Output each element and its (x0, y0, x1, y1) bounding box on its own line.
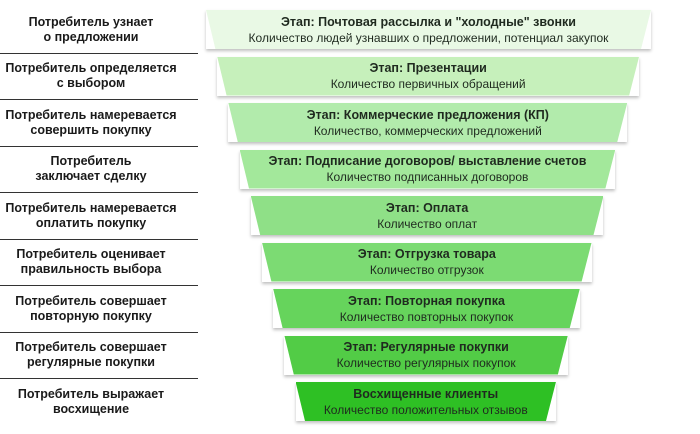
stage-metric: Количество отгрузок (369, 263, 484, 277)
funnel-stage-shape (239, 149, 616, 189)
funnel-stage-shape (284, 335, 568, 375)
consumer-step-line: Потребитель совершает (15, 293, 167, 308)
consumer-step-line: Потребитель совершает (15, 340, 167, 354)
row-divider (0, 52, 198, 54)
stage-title: Этап: Презентации (369, 61, 487, 75)
stage-title: Этап: Почтовая рассылка и "холодные" зво… (280, 14, 576, 29)
consumer-step-line: о предложении (43, 29, 139, 44)
stage-title: Этап: Оплата (385, 200, 469, 215)
consumer-step-line: повторную покупку (30, 308, 152, 323)
stage-metric: Количество первичных обращений (330, 77, 526, 91)
stage-metric: Количество, коммерческих предложений (313, 123, 542, 138)
funnel-stage-shape (250, 196, 604, 235)
row-divider (0, 99, 198, 101)
stage-title: Этап: Регулярные покупки (343, 340, 509, 354)
stage-metric: Количество подписанных договоров (326, 170, 529, 184)
row-divider (0, 378, 198, 380)
funnel-stage-shape (295, 382, 556, 421)
funnel-stage-shape (206, 10, 651, 49)
stage-metric: Количество повторных покупок (339, 309, 514, 324)
funnel-stage-band: Этап: Почтовая рассылка и "холодные" зво… (206, 10, 651, 49)
funnel-stage-shape (273, 289, 580, 328)
funnel-stage-shape (228, 103, 628, 142)
consumer-step-line: Потребитель намеревается (5, 107, 177, 122)
consumer-step-line: Потребитель определяется (5, 61, 177, 75)
consumer-step-line: Потребитель намеревается (5, 200, 177, 215)
stage-title: Этап: Коммерческие предложения (КП) (306, 107, 549, 122)
stage-title: Этап: Подписание договоров/ выставление … (268, 154, 587, 168)
consumer-step-line: Потребитель оценивает (16, 247, 166, 261)
consumer-step-line: заключает сделку (35, 169, 147, 183)
consumer-step-line: Потребитель выражает (17, 386, 165, 401)
stage-metric: Количество оплат (377, 216, 478, 231)
funnel-stage-shape (217, 56, 640, 96)
consumer-step-line: Потребитель узнает (28, 14, 154, 29)
funnel-stage-band: Этап: Коммерческие предложения (КП)Колич… (228, 103, 628, 142)
row-divider (0, 238, 198, 240)
row-divider (0, 192, 198, 194)
stage-metric: Количество людей узнавших о предложении,… (248, 30, 609, 45)
row-divider (0, 285, 198, 287)
row-divider (0, 331, 198, 333)
row-divider (0, 145, 198, 147)
stage-title: Этап: Повторная покупка (347, 293, 505, 308)
consumer-step-line: правильность выбора (20, 262, 162, 276)
consumer-step-line: оплатить покупку (35, 215, 147, 230)
consumer-step-line: с выбором (56, 76, 126, 90)
stage-metric: Количество положительных отзывов (323, 402, 528, 417)
stage-title: Восхищенные клиенты (353, 386, 499, 401)
consumer-step-line: Потребитель (50, 154, 132, 168)
consumer-step-line: совершить покупку (30, 122, 152, 137)
consumer-step-line: регулярные покупки (27, 355, 155, 369)
stage-metric: Количество регулярных покупок (336, 356, 516, 370)
funnel-stage-shape (262, 242, 592, 282)
funnel-stage-band: Этап: Подписание договоров/ выставление … (239, 149, 616, 189)
stage-title: Этап: Отгрузка товара (357, 247, 496, 261)
consumer-step-line: восхищение (52, 401, 130, 416)
